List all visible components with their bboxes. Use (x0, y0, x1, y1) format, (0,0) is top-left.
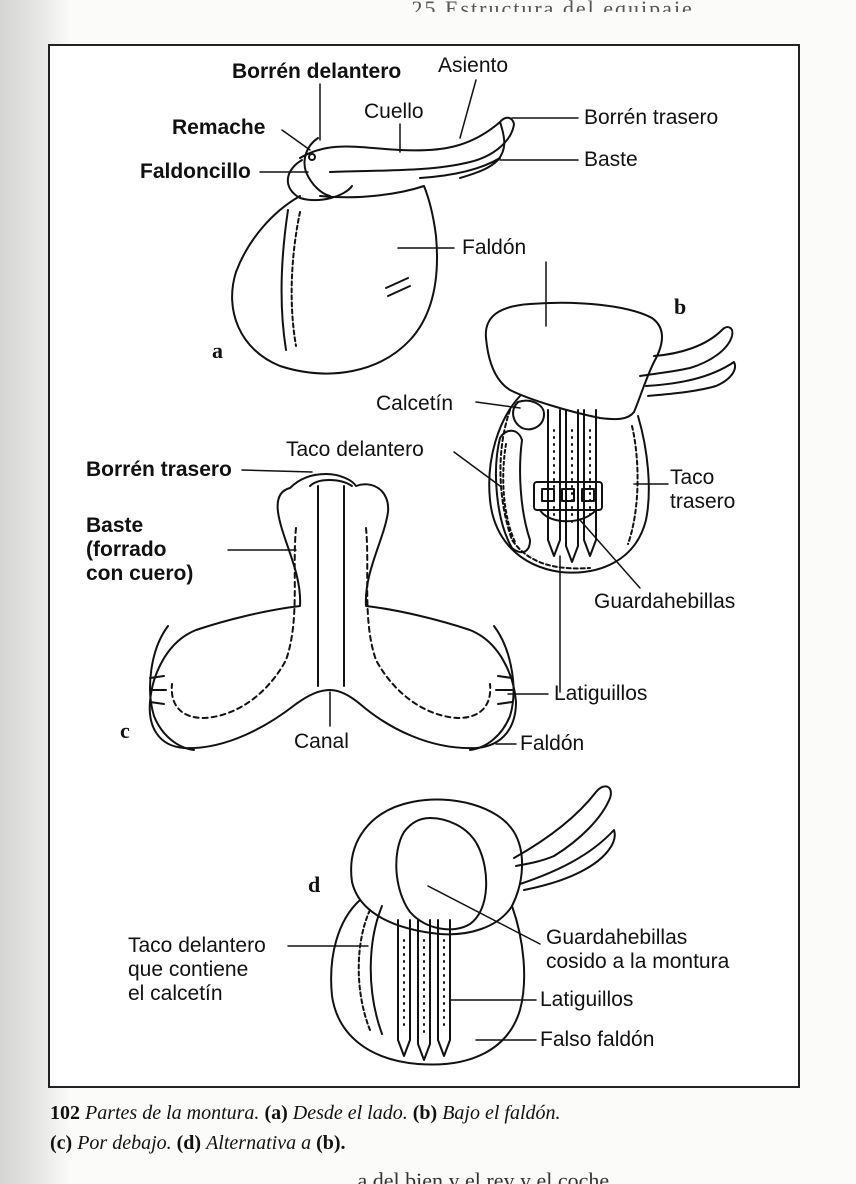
caption-a-text: Desde el lado. (292, 1102, 408, 1124)
label-a-remache: Remache (172, 116, 266, 139)
saddle-c-left-panel-stitch (170, 527, 297, 719)
saddle-b-cantle (639, 326, 734, 377)
saddle-d-upper-flap (350, 798, 524, 936)
label-c-borren-trasero: Borrén trasero (86, 458, 232, 481)
saddle-b-billet-1 (547, 409, 561, 557)
saddle-under-flap-view (484, 301, 736, 574)
running-header-fragment: … 25 Estructura del equipaje … (380, 0, 820, 12)
panel-letter-c: c (120, 718, 130, 743)
caption-title: Partes de la montura. (85, 1102, 260, 1124)
label-a-borren-trasero: Borrén trasero (584, 106, 719, 129)
saddle-b-panel (488, 395, 650, 574)
label-a-borren-delantero: Borrén delantero (232, 60, 402, 83)
saddle-d-front-block-edge (369, 905, 383, 1035)
saddle-b-sock (512, 399, 545, 431)
caption-d-ref: (b). (316, 1132, 346, 1154)
saddle-b-billet-3 (583, 409, 597, 557)
label-a-cuello: Cuello (364, 100, 424, 123)
leaders-panel-a (259, 79, 579, 249)
saddle-c-outline (148, 473, 517, 750)
panel-letter-a: a (212, 338, 223, 363)
saddle-a-skirt (286, 159, 353, 202)
saddle-alternative-view (330, 785, 616, 1066)
saddle-a-buckle-2 (387, 285, 411, 297)
saddle-b-billet-holes (553, 429, 591, 527)
saddle-a-panel-top (419, 157, 501, 179)
saddle-a-pommel (303, 137, 331, 197)
figure-caption: 102 Partes de la montura. (a) Desde el l… (50, 1098, 810, 1158)
label-d-latiguillos: Latiguillos (540, 988, 634, 1011)
saddle-b-lifted-flap (484, 301, 663, 421)
leaders-panel-b (453, 261, 669, 695)
figure-frame (48, 44, 800, 1088)
label-d-guardahebillas: Guardahebillas cosido a la montura (546, 926, 730, 973)
saddle-a-knee-roll (280, 209, 289, 351)
label-a-faldoncillo: Faldoncillo (140, 160, 251, 183)
saddle-a-flap (231, 185, 438, 375)
caption-b-tag: (b) (412, 1102, 438, 1124)
saddle-c-left-flap (149, 625, 195, 751)
saddle-b-cantle-2 (645, 361, 736, 397)
label-b-calcetin: Calcetín (376, 392, 454, 415)
label-b-taco-delantero: Taco delantero (286, 438, 424, 461)
saddle-d-buckle-guard (395, 817, 488, 931)
label-a-baste: Baste (584, 148, 638, 171)
label-a-asiento: Asiento (438, 54, 509, 77)
label-b-latiguillos: Latiguillos (554, 682, 648, 705)
label-c-faldon: Faldón (520, 732, 585, 755)
leaders-panel-d (287, 885, 541, 1041)
caption-a-tag: (a) (264, 1102, 288, 1124)
label-d-falso-faldon: Falso faldón (540, 1028, 655, 1051)
panel-letter-b: b (674, 294, 687, 319)
label-c-canal: Canal (294, 730, 349, 753)
saddle-a-seat (299, 116, 515, 173)
saddle-d-panel (330, 899, 526, 1066)
saddle-d-cantle (513, 785, 612, 867)
label-d-taco-delantero: Taco delantero que contiene el calcetín (128, 934, 266, 1005)
saddle-a-flap-stitch (290, 211, 301, 347)
saddle-a-rivet (308, 153, 316, 161)
label-b-taco-trasero: Taco trasero (670, 466, 736, 513)
label-b-guardahebillas: Guardahebillas (594, 590, 736, 613)
leaders-panel-c (227, 469, 517, 745)
caption-d-text: Alternativa a (206, 1132, 312, 1154)
saddle-b-rear-block (627, 425, 639, 545)
panel-letter-d: d (308, 872, 321, 897)
label-c-baste: Baste (forrado con cuero) (86, 514, 194, 585)
saddle-d-front-block (357, 909, 371, 1031)
label-a-faldon: Faldón (462, 236, 527, 259)
saddle-d-cantle-2 (519, 829, 616, 891)
saddle-underside-view (148, 473, 517, 751)
saddle-a-buckle-1 (385, 277, 409, 289)
saddle-c-gullet (309, 479, 353, 487)
running-footer-fragment: … a del bien y el rey y el coche … (330, 1168, 637, 1184)
caption-b-text: Bajo el faldón. (442, 1102, 561, 1124)
caption-c-text: Por debajo. (77, 1132, 172, 1154)
caption-number: 102 (50, 1102, 80, 1124)
caption-d-tag: (d) (176, 1132, 202, 1154)
saddle-c-right-panel-stitch (365, 527, 492, 719)
saddle-b-front-block-stitch (502, 443, 517, 545)
caption-c-tag: (c) (50, 1132, 73, 1154)
saddle-b-front-block (495, 429, 531, 554)
saddle-b-buckle-guard (533, 481, 603, 511)
saddle-c-right-flap (469, 625, 515, 751)
